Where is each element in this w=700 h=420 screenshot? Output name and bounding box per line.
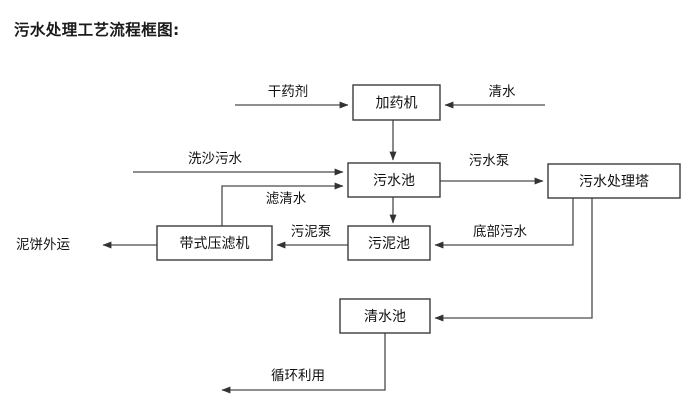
edge-tower-to-clear-water-pool xyxy=(434,198,593,322)
edge-line-tower-to-clear-water-pool xyxy=(434,198,593,322)
node-belt_filter_press: 带式压滤机 xyxy=(156,225,273,261)
node-dosing_machine: 加药机 xyxy=(352,84,441,121)
edge-clear-water-pool-to-recycle: 循环利用 xyxy=(221,333,386,394)
node-label-belt_filter_press: 带式压滤机 xyxy=(180,236,250,252)
terminal-label-mud-cake-out: 泥饼外运 xyxy=(16,237,70,253)
edge-line-clear-water-pool-to-recycle xyxy=(221,333,386,394)
node-sludge_pool: 污泥池 xyxy=(347,225,431,261)
node-label-dosing_machine: 加药机 xyxy=(376,96,418,112)
node-label-wastewater_pool: 污水池 xyxy=(373,173,415,189)
edge-sand-wash-to-wastewater-pool: 洗沙污水 xyxy=(133,151,344,176)
node-label-treatment_tower: 污水处理塔 xyxy=(579,174,649,190)
node-box-clear_water_pool xyxy=(339,298,431,334)
page-title: 污水处理工艺流程框图: xyxy=(14,21,180,39)
edge-filtered-water-to-wastewater: 滤清水 xyxy=(221,182,344,226)
edge-bottom-sludge-to-sludge-pool: 底部污水 xyxy=(434,198,574,249)
edge-label-sludge-pump-to-press: 污泥泵 xyxy=(291,224,332,240)
edge-clean-water-to-dosing: 清水 xyxy=(444,84,545,109)
terminals-layer: 泥饼外运 xyxy=(16,237,70,253)
edge-label-filtered-water-to-wastewater: 滤清水 xyxy=(266,191,307,207)
edge-label-dry-chemical-to-dosing: 干药剂 xyxy=(268,84,309,100)
edge-label-bottom-sludge-to-sludge-pool: 底部污水 xyxy=(473,224,527,240)
node-box-belt_filter_press xyxy=(156,225,273,261)
edge-line-filtered-water-to-wastewater xyxy=(221,182,344,226)
edge-label-clean-water-to-dosing: 清水 xyxy=(489,84,517,100)
node-box-sludge_pool xyxy=(347,225,431,261)
node-box-dosing_machine xyxy=(352,84,441,121)
edge-label-clear-water-pool-to-recycle: 循环利用 xyxy=(271,368,325,384)
node-label-sludge_pool: 污泥池 xyxy=(368,236,410,252)
node-treatment_tower: 污水处理塔 xyxy=(547,163,681,199)
node-clear_water_pool: 清水池 xyxy=(339,298,431,334)
node-label-clear_water_pool: 清水池 xyxy=(364,309,406,325)
edge-label-wastewater-pump-to-tower: 污水泵 xyxy=(469,153,510,169)
edge-dry-chemical-to-dosing: 干药剂 xyxy=(235,84,349,109)
node-box-wastewater_pool xyxy=(347,162,441,198)
edge-sludge-pump-to-press: 污泥泵 xyxy=(276,224,348,249)
node-box-treatment_tower xyxy=(547,163,681,199)
edge-wastewater-pump-to-tower: 污水泵 xyxy=(440,153,544,185)
node-wastewater_pool: 污水池 xyxy=(347,162,441,198)
edge-line-bottom-sludge-to-sludge-pool xyxy=(434,198,574,249)
edge-label-sand-wash-to-wastewater-pool: 洗沙污水 xyxy=(188,151,242,167)
